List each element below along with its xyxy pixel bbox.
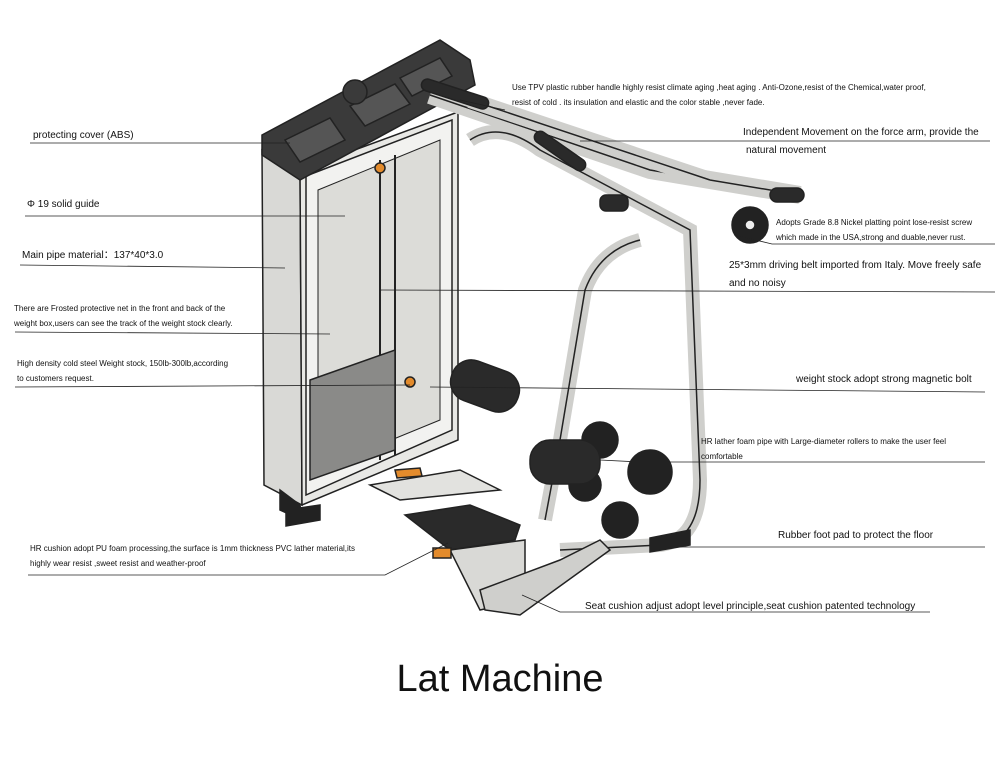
label-screw-1: Adopts Grade 8.8 Nickel platting point l… — [776, 218, 973, 227]
leader-line-stock — [14, 384, 411, 388]
weight-tower — [261, 110, 459, 522]
leader-line-pipe — [19, 264, 286, 269]
label-protecting-cover: protecting cover (ABS) — [33, 130, 134, 141]
label-protective-net-1: There are Frosted protective net in the … — [14, 304, 226, 313]
protecting-cover — [261, 39, 476, 181]
seat-and-base — [285, 467, 691, 616]
label-driving-belt-2: and no noisy — [729, 278, 786, 289]
leader-line-cushion — [28, 542, 449, 576]
leader-line-net — [14, 331, 331, 335]
label-seat-adjust: Seat cushion adjust adopt level principl… — [585, 601, 916, 612]
label-main-pipe: Main pipe material：137*40*3.0 — [22, 250, 164, 261]
diagram-title: Lat Machine — [396, 658, 604, 700]
leader-line-tpv — [459, 99, 506, 111]
leader-line-belt — [379, 289, 996, 293]
label-screw-2: which made in the USA,strong and duable,… — [776, 233, 966, 242]
label-cushion-2: highly wear resist ,sweet resist and wea… — [30, 559, 206, 568]
label-foam-pipe-1: HR lather foam pipe with Large-diameter … — [701, 437, 946, 446]
handles — [420, 78, 805, 212]
label-tpv-handle-1: Use TPV plastic rubber handle highly res… — [512, 83, 926, 92]
leader-line-foam — [599, 459, 985, 463]
label-magnetic-bolt: weight stock adopt strong magnetic bolt — [796, 374, 972, 385]
label-tpv-handle-2: resist of cold . its insulation and elas… — [512, 98, 765, 107]
leader-line-bolt — [429, 386, 986, 393]
rollers — [404, 206, 769, 539]
label-solid-guide: Φ 19 solid guide — [27, 199, 100, 210]
label-protective-net-2: weight box,users can see the track of th… — [14, 319, 233, 328]
leader-line-screw — [734, 234, 995, 245]
label-weight-stock-2: to customers request. — [17, 374, 94, 383]
label-weight-stock-1: High density cold steel Weight stock, 15… — [17, 359, 229, 368]
leader-line-seat — [521, 594, 930, 613]
label-cushion-1: HR cushion adopt PU foam processing,the … — [30, 544, 356, 553]
label-independent-movement-1: Independent Movement on the force arm, p… — [743, 127, 979, 138]
label-independent-movement-2: natural movement — [746, 145, 827, 156]
label-foot-pad: Rubber foot pad to protect the floor — [778, 530, 934, 541]
label-driving-belt-1: 25*3mm driving belt imported from Italy.… — [729, 260, 982, 271]
label-foam-pipe-2: comfortable — [701, 452, 743, 461]
